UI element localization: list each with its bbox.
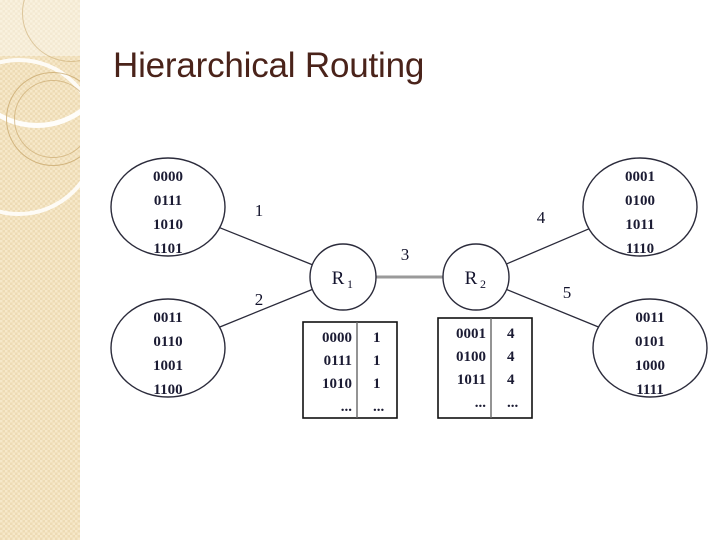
routing-table-destination: 1011 (457, 372, 486, 388)
routing-table-destination: 0100 (456, 349, 486, 365)
routing-table-line: 4 (507, 372, 515, 388)
routing-table-line: 4 (507, 349, 515, 365)
routing-table-line: 4 (507, 326, 515, 342)
edge-label-4: 4 (537, 208, 546, 227)
routing-table-line: ... (507, 395, 519, 411)
edge-line-2 (219, 288, 313, 328)
routing-table-destination: 0111 (324, 353, 352, 369)
router-circle-router-1[interactable] (309, 243, 377, 311)
page-title: Hierarchical Routing (113, 46, 425, 85)
cluster-ellipse-top-right-cluster[interactable] (582, 157, 698, 257)
cluster-address: 0100 (625, 193, 655, 209)
routing-table-line: ... (373, 399, 385, 415)
edge-line-5 (506, 288, 599, 328)
decorative-sidebar (0, 0, 80, 540)
cluster-ellipse-bottom-left-cluster[interactable] (110, 298, 226, 398)
router-label-router-2: R (465, 268, 478, 289)
routing-table-destination: 0001 (456, 326, 486, 342)
routing-table-frame[interactable] (437, 317, 533, 419)
cluster-address: 1101 (153, 241, 182, 257)
cluster-address: 0001 (625, 169, 655, 185)
cluster-address: 1011 (625, 217, 654, 233)
cluster-address: 0101 (635, 334, 665, 350)
edge-label-1: 1 (255, 201, 264, 220)
routing-table-frame[interactable] (302, 321, 398, 419)
routing-table-destination: ... (475, 395, 487, 411)
cluster-address: 0000 (153, 169, 183, 185)
routing-table-line: 1 (373, 330, 381, 346)
routing-table-destination: ... (341, 399, 353, 415)
routing-table-line: 1 (373, 353, 381, 369)
cluster-address: 1100 (153, 382, 182, 398)
router-label-router-1: R (332, 268, 345, 289)
edge-label-2: 2 (255, 290, 264, 309)
routing-table-line: 1 (373, 376, 381, 392)
cluster-address: 0011 (153, 310, 182, 326)
cluster-address: 0111 (154, 193, 182, 209)
cluster-ellipse-top-left-cluster[interactable] (110, 157, 226, 257)
routing-table-destination: 1010 (322, 376, 352, 392)
cluster-address: 0011 (635, 310, 664, 326)
cluster-address: 1001 (153, 358, 183, 374)
edge-line-4 (506, 228, 590, 265)
edge-line-1 (219, 227, 313, 266)
cluster-ellipse-bottom-right-cluster[interactable] (592, 298, 708, 398)
decorative-ring-inner (14, 80, 80, 158)
router-subscript-router-2: 2 (480, 277, 486, 291)
edge-label-5: 5 (563, 283, 572, 302)
routing-table-destination: 0000 (322, 330, 352, 346)
cluster-address: 1111 (636, 382, 664, 398)
router-subscript-router-1: 1 (347, 277, 353, 291)
router-circle-router-2[interactable] (442, 243, 510, 311)
cluster-address: 1110 (626, 241, 654, 257)
cluster-address: 0110 (153, 334, 182, 350)
edge-label-3: 3 (401, 245, 410, 264)
cluster-address: 1000 (635, 358, 665, 374)
cluster-address: 1010 (153, 217, 183, 233)
